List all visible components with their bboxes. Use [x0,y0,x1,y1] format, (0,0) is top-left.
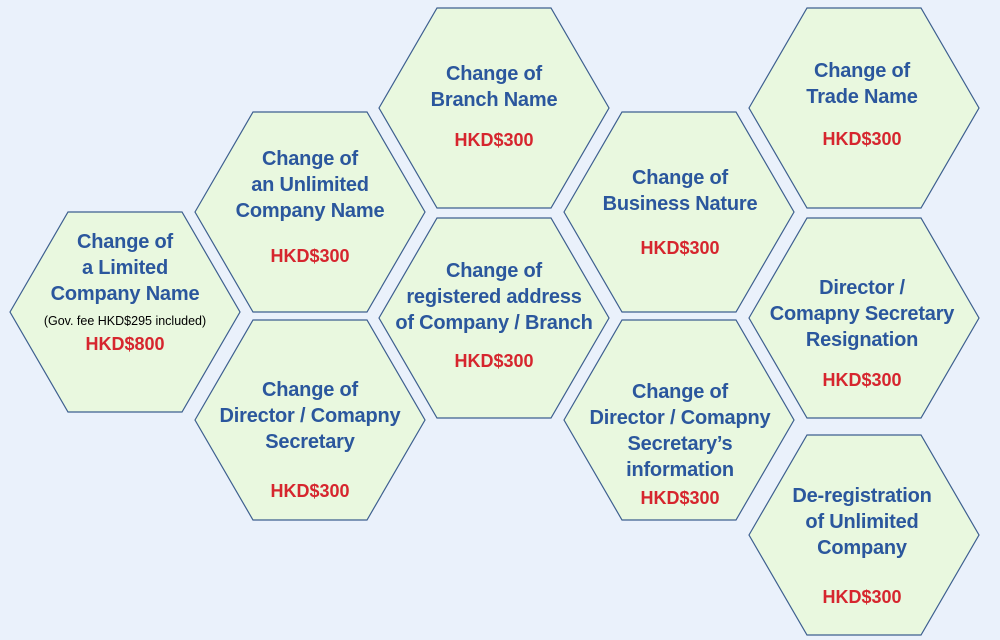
service-title: Change of a Limited Company Name [50,231,200,305]
service-branch-name: Change of Branch Name HKD$300 [384,61,604,151]
service-price: HKD$300 [270,246,350,266]
hex-director-secretary-resignation [748,217,980,419]
service-price: HKD$300 [822,370,902,390]
service-title: Change of Business Nature [602,167,758,215]
service-price: HKD$300 [640,488,720,508]
hex-trade-name [748,7,980,209]
service-registered-address: Change of registered address of Company … [384,258,604,372]
service-title: Change of registered address of Company … [395,260,593,334]
service-director-secretary-resignation: Director / Comapny Secretary Resignation… [752,275,972,391]
hex-director-secretary [194,319,426,521]
service-deregistration-unlimited: De-registration of Unlimited Company HKD… [752,483,972,608]
service-title: Change of Trade Name [806,60,918,108]
service-title: Change of an Unlimited Company Name [235,148,385,222]
service-business-nature: Change of Business Nature HKD$300 [570,165,790,259]
service-price: HKD$300 [822,129,902,149]
service-price: HKD$800 [85,334,165,354]
service-limited-company-name: Change of a Limited Company Name (Gov. f… [15,229,235,355]
hex-limited-company-name [9,211,241,413]
hex-registered-address [378,217,610,419]
service-title: Change of Branch Name [430,63,558,111]
service-unlimited-company-name: Change of an Unlimited Company Name HKD$… [200,146,420,267]
hex-unlimited-company-name [194,111,426,313]
service-title: De-registration of Unlimited Company [792,485,932,559]
service-price: HKD$300 [454,351,534,371]
service-trade-name: Change of Trade Name HKD$300 [752,58,972,150]
service-price: HKD$300 [822,587,902,607]
hex-deregistration-unlimited [748,434,980,636]
service-price: HKD$300 [270,481,350,501]
service-price: HKD$300 [454,130,534,150]
service-director-secretary: Change of Director / Comapny Secretary H… [200,377,420,502]
hex-branch-name [378,7,610,209]
service-director-secretary-info: Change of Director / Comapny Secretary’s… [570,379,790,509]
hex-business-nature [563,111,795,313]
gov-fee-note: (Gov. fee HKD$295 included) [43,314,207,328]
service-price: HKD$300 [640,238,720,258]
hex-director-secretary-info [563,319,795,521]
service-title: Director / Comapny Secretary Resignation [769,277,955,351]
service-title: Change of Director / Comapny Secretary’s… [589,381,771,481]
service-title: Change of Director / Comapny Secretary [219,379,401,453]
